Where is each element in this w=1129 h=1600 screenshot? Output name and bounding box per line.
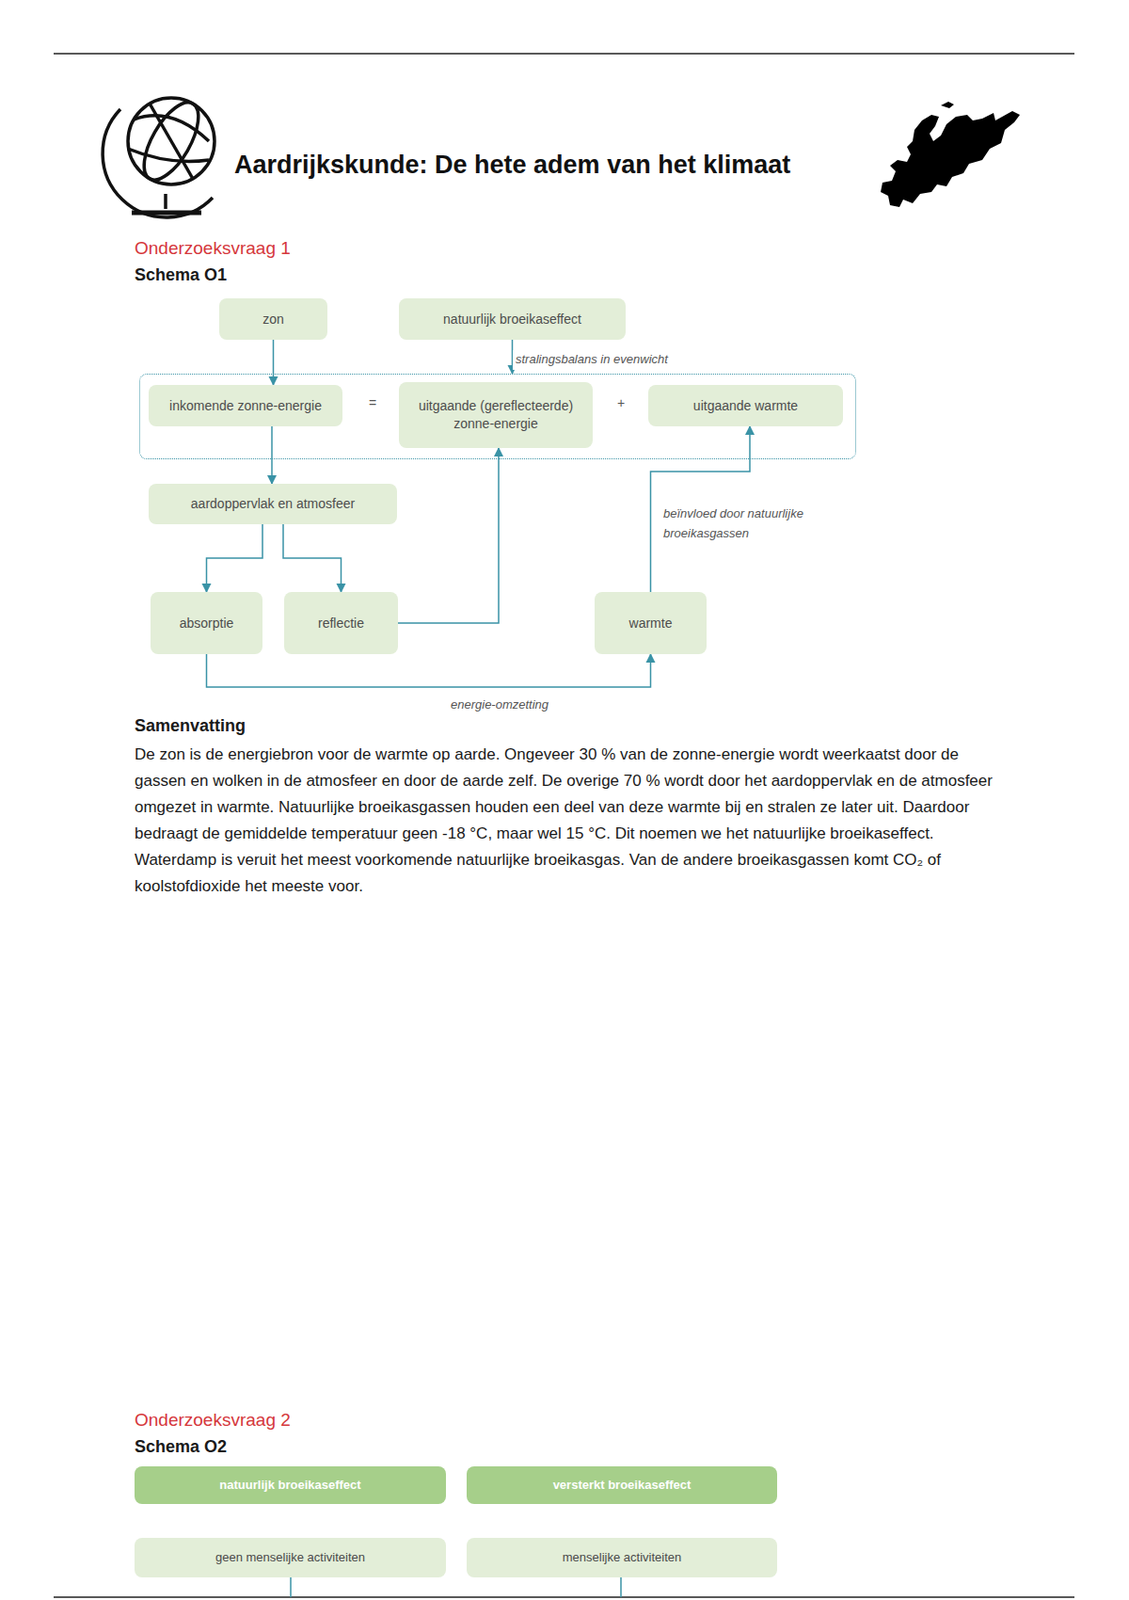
flow-arrow	[270, 426, 273, 484]
box-label: reflectie	[318, 614, 365, 633]
summary-text: Waterdamp is veruit het meest voorkomend…	[134, 846, 1001, 900]
edge-label: beïnvloed door natuurlijke broeikasgasse…	[660, 504, 855, 544]
flow-arrow	[283, 524, 342, 592]
process-box: inkomende zonne-energie	[148, 384, 343, 427]
page-title: Aardrijkskunde: De hete adem van het kli…	[234, 150, 908, 180]
bottom-rule	[53, 1595, 1075, 1598]
connector-stub	[620, 1576, 622, 1597]
process-box: warmte	[594, 591, 707, 654]
section-heading: Schema O2	[134, 1436, 227, 1457]
process-box: uitgaande warmte	[648, 384, 843, 427]
summary-text: De zon is de energiebron voor de warmte …	[134, 741, 1001, 847]
box-label: versterkt broeikaseffect	[553, 1476, 692, 1494]
box-label: natuurlijk broeikaseffect	[219, 1476, 361, 1494]
europe-map	[880, 101, 1020, 207]
process-box: geen menselijke activiteiten	[134, 1537, 446, 1577]
box-label: uitgaande warmte	[693, 397, 798, 415]
top-rule	[53, 52, 1075, 55]
connector-stub	[289, 1576, 292, 1597]
globe-icon	[102, 94, 215, 218]
box-label: menselijke activiteiten	[562, 1548, 682, 1566]
section-heading: Samenvatting	[134, 715, 246, 736]
box-label: natuurlijk broeikaseffect	[443, 310, 582, 329]
edge-label: stralingsbalans in evenwicht	[512, 349, 671, 370]
operator-sign: +	[617, 395, 625, 411]
edge-label: energie-omzetting	[447, 695, 552, 716]
box-label: zon	[262, 310, 285, 329]
process-box: uitgaande (gereflecteerde) zonne-energie	[398, 381, 593, 448]
flow-arrow	[272, 339, 275, 385]
process-box: reflectie	[284, 591, 398, 654]
box-label: geen menselijke activiteiten	[215, 1548, 366, 1566]
header-box: versterkt broeikaseffect	[466, 1465, 778, 1504]
box-label: aardoppervlak en atmosfeer	[190, 494, 355, 513]
process-box: zon	[219, 298, 328, 340]
flow-arrow	[397, 447, 499, 623]
process-box: menselijke activiteiten	[466, 1537, 778, 1577]
operator-sign: =	[368, 395, 377, 411]
flow-arrow	[206, 524, 264, 592]
header-box: natuurlijk broeikaseffect	[134, 1465, 446, 1504]
box-label: uitgaande (gereflecteerde) zonne-energie	[406, 397, 586, 433]
box-label: absorptie	[179, 614, 235, 633]
process-box: natuurlijk broeikaseffect	[398, 298, 626, 340]
question-heading: Onderzoeksvraag 1	[134, 238, 291, 259]
flow-arrow	[206, 653, 652, 687]
box-label: inkomende zonne-energie	[169, 397, 322, 415]
process-box: aardoppervlak en atmosfeer	[148, 483, 398, 525]
question-heading: Onderzoeksvraag 2	[134, 1409, 291, 1431]
balance-band: inkomende zonne-energie uitgaande (gerefl…	[139, 373, 857, 460]
process-box: absorptie	[150, 591, 263, 654]
section-heading: Schema O1	[134, 265, 227, 286]
box-label: warmte	[629, 614, 673, 633]
